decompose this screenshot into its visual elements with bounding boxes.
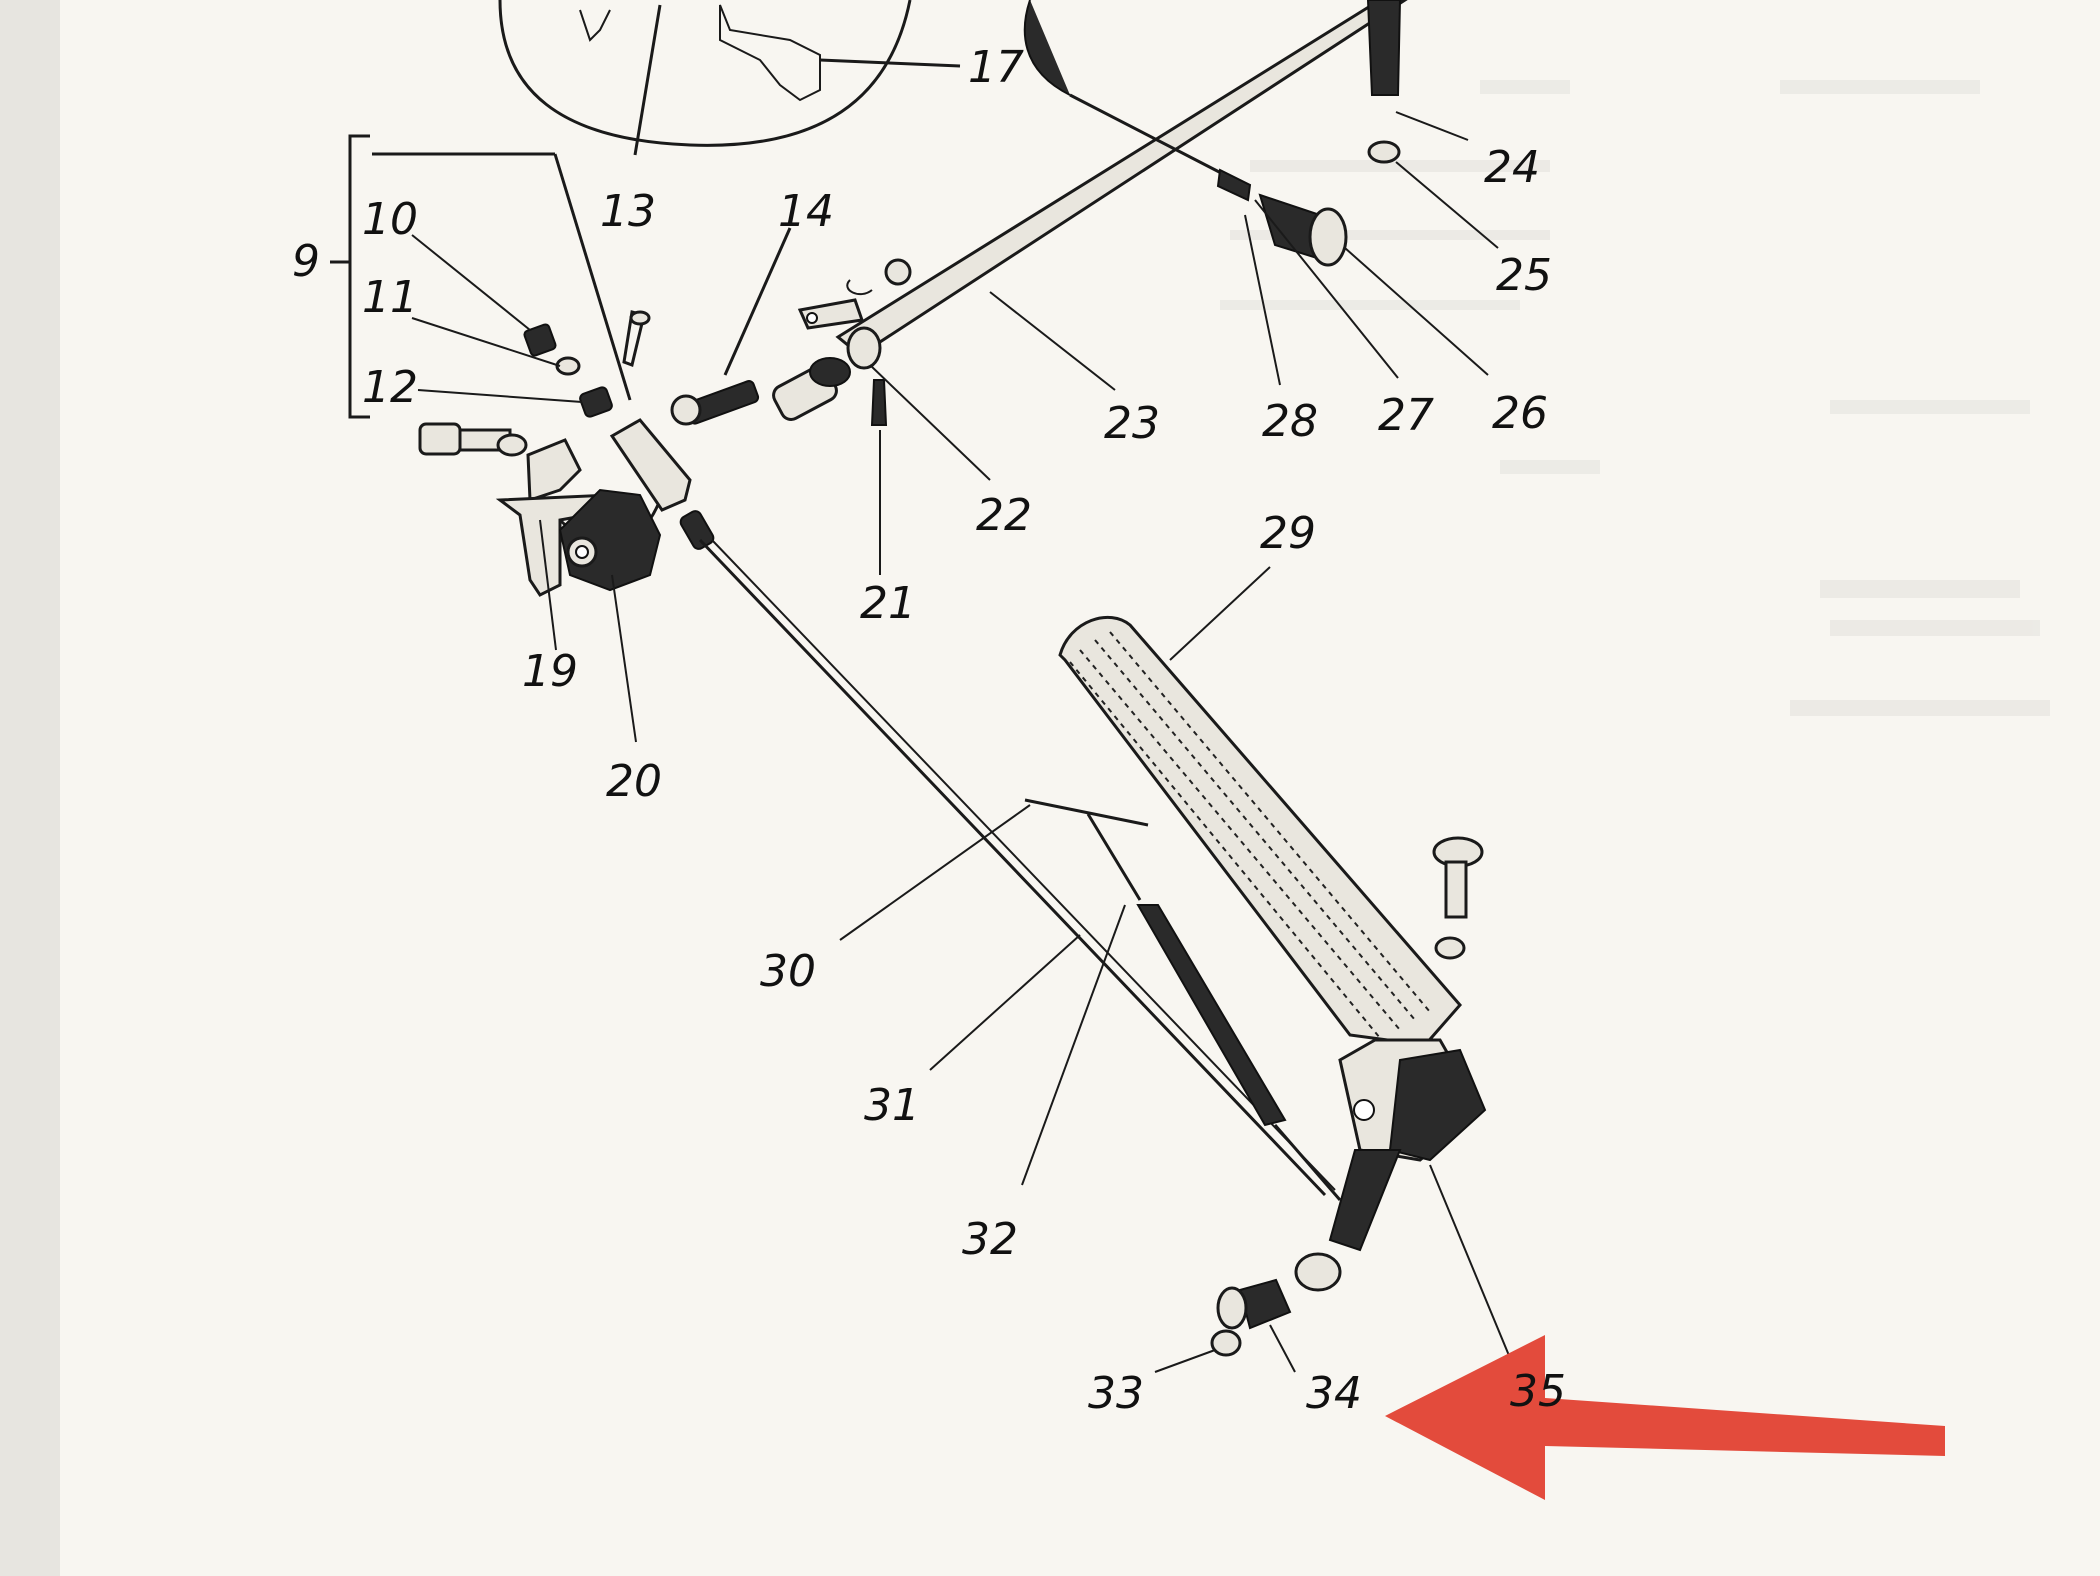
bracket-9 xyxy=(330,134,632,419)
washer-33 xyxy=(1210,1329,1242,1357)
part-label-31: 31 xyxy=(864,1080,920,1131)
part-label-13: 13 xyxy=(600,186,656,237)
part-label-11: 11 xyxy=(362,272,418,323)
detail-circle xyxy=(498,0,961,156)
part-label-30: 30 xyxy=(760,946,816,997)
part-label-33: 33 xyxy=(1088,1368,1144,1419)
background-text-ghosts xyxy=(1220,80,2050,716)
shaft-23 xyxy=(772,0,1408,421)
part-label-29: 29 xyxy=(1260,508,1316,559)
part-label-9: 9 xyxy=(292,236,320,287)
cable-knob xyxy=(1023,0,1348,267)
pin-21 xyxy=(870,379,888,575)
bolt-left xyxy=(418,422,528,457)
part-label-21: 21 xyxy=(860,578,916,629)
part-label-28: 28 xyxy=(1262,396,1318,447)
block-20 xyxy=(558,488,662,592)
left-shadow xyxy=(0,0,60,1576)
pedal-29 xyxy=(1058,615,1462,1047)
split-pin xyxy=(622,310,651,368)
part-label-10: 10 xyxy=(362,194,418,245)
part-label-12: 12 xyxy=(362,362,418,413)
spring-32 xyxy=(1024,798,1342,1201)
part-label-19: 19 xyxy=(522,646,578,697)
part-label-35: 35 xyxy=(1510,1366,1566,1417)
pedal-lever-35 xyxy=(1328,1038,1487,1252)
lever-arm xyxy=(609,418,715,550)
part-label-17: 17 xyxy=(968,42,1024,93)
leader-lines xyxy=(539,111,1516,1373)
bolt-14 xyxy=(670,227,792,426)
bolt-right xyxy=(1432,836,1484,960)
part-label-27: 27 xyxy=(1378,390,1434,441)
washer-25 xyxy=(1367,140,1401,164)
small-parts-10-12 xyxy=(411,234,613,418)
part-label-23: 23 xyxy=(1104,398,1160,449)
clamp-bracket-19 xyxy=(495,438,662,597)
part-label-34: 34 xyxy=(1306,1368,1362,1419)
bushing-34 xyxy=(1216,1252,1342,1330)
bolt-24 xyxy=(1366,0,1402,96)
part-label-14: 14 xyxy=(778,186,834,237)
part-label-20: 20 xyxy=(606,756,662,807)
small-nut xyxy=(846,258,912,296)
part-label-26: 26 xyxy=(1492,388,1548,439)
part-label-32: 32 xyxy=(962,1214,1018,1265)
rod-31 xyxy=(698,538,1336,1197)
part-label-25: 25 xyxy=(1496,250,1552,301)
part-label-22: 22 xyxy=(976,490,1032,541)
part-label-24: 24 xyxy=(1484,142,1540,193)
red-arrow-annotation xyxy=(1385,1335,1945,1500)
